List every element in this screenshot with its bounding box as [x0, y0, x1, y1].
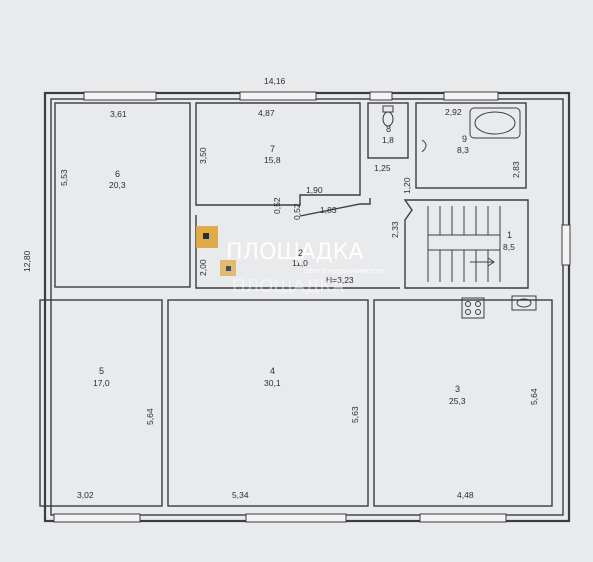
dim-room5-width: 3,02 — [77, 490, 94, 500]
window-bottom-left — [53, 513, 141, 523]
dim-room4-width: 5,34 — [232, 490, 249, 500]
staircase — [427, 206, 501, 282]
room-6-area: 20,3 — [109, 180, 126, 190]
toilet — [382, 105, 394, 127]
room-7-area: 15,8 — [264, 155, 281, 165]
window-top-left — [83, 91, 157, 101]
room-3-number: 3 — [455, 384, 460, 394]
dim-room4-height: 5,63 — [350, 406, 360, 423]
dim-120: 1,20 — [402, 177, 412, 194]
dim-200: 2,00 — [198, 259, 208, 276]
room-9-area: 8,3 — [457, 145, 469, 155]
bath-sink — [421, 139, 427, 153]
room-3-outline — [373, 299, 553, 507]
room-4-area: 30,1 — [264, 378, 281, 388]
room-8-outline — [367, 102, 409, 159]
room-4-number: 4 — [270, 366, 275, 376]
room-7-number: 7 — [270, 144, 275, 154]
room-2-step — [299, 198, 371, 217]
inner-wall-line — [50, 98, 564, 516]
kitchen-sink — [511, 295, 537, 311]
dim-292: 2,92 — [445, 107, 462, 117]
dim-room3-height: 5,64 — [529, 388, 539, 405]
room-1-number: 1 — [507, 230, 512, 240]
dim-233: 2,33 — [390, 221, 400, 238]
stove — [461, 297, 485, 319]
dim-room7-height: 3,50 — [198, 147, 208, 164]
dim-283: 2,83 — [511, 161, 521, 178]
window-bottom-right — [419, 513, 507, 523]
dim-room5-height: 5,64 — [145, 408, 155, 425]
bathtub — [469, 107, 521, 139]
room-6-outline — [54, 102, 191, 288]
watermark-brand-shadow: ПЛОЩАДКА — [232, 276, 345, 297]
outer-wall — [43, 91, 571, 523]
room-2-height: H=3,23 — [326, 275, 354, 285]
watermark-logo — [196, 226, 236, 276]
dim-190: 1,90 — [306, 185, 323, 195]
watermark-brand: ПЛОЩАДКА — [226, 240, 363, 265]
room-2-number: 2 — [298, 248, 303, 258]
dim-room7-width: 4,87 — [258, 108, 275, 118]
room-1-area: 8,5 — [503, 242, 515, 252]
dim-overall-height: 12,80 — [22, 250, 32, 272]
dim-183: 1,83 — [320, 205, 337, 215]
dim-room6-height: 5,53 — [59, 169, 69, 186]
room-3-area: 25,3 — [449, 396, 466, 406]
room-9-number: 9 — [462, 134, 467, 144]
dim-room6-width: 3,61 — [110, 109, 127, 119]
room-8-area: 1,8 — [382, 135, 394, 145]
room-7-outline — [195, 102, 361, 206]
window-right — [561, 224, 571, 266]
room-2-area: 11,0 — [292, 258, 308, 268]
dim-125: 1,25 — [374, 163, 391, 173]
room-5-outline — [39, 299, 163, 507]
room-1-outline — [403, 199, 529, 289]
window-top-wc — [369, 91, 393, 101]
dim-052a: 0,52 — [272, 197, 282, 214]
window-top-right — [443, 91, 499, 101]
dim-overall-width: 14,16 — [264, 76, 286, 86]
dim-052b: 0,52 — [292, 203, 302, 220]
room-9-outline — [415, 102, 527, 189]
room-5-number: 5 — [99, 366, 104, 376]
window-top-mid — [239, 91, 317, 101]
watermark-tagline: центр недвижимости — [304, 267, 384, 275]
dim-room3-width: 4,48 — [457, 490, 474, 500]
room-8-number: 8 — [386, 124, 391, 134]
room-4-outline — [167, 299, 369, 507]
room-5-area: 17,0 — [93, 378, 110, 388]
window-bottom-mid — [245, 513, 347, 523]
room-6-number: 6 — [115, 169, 120, 179]
